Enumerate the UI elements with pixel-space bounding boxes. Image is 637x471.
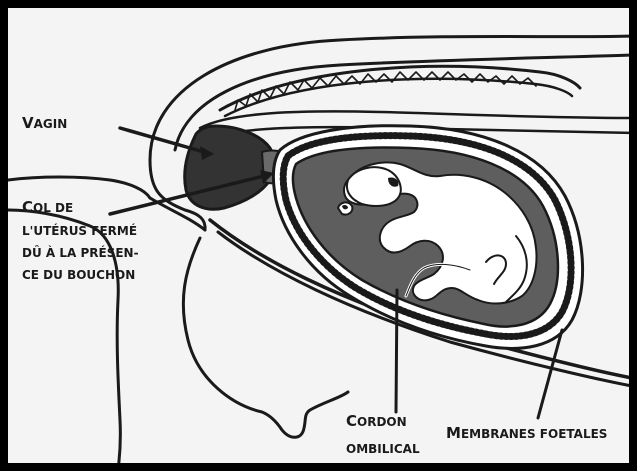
label-membranes: Membranes foetales: [446, 426, 607, 441]
label-membranes-initial: M: [446, 424, 461, 442]
label-col-line4-text: ce du bouchon: [22, 268, 135, 282]
cordon-arrow: [396, 290, 397, 412]
label-vagin-initial: V: [22, 114, 34, 132]
label-col-line3-text: dû à la présen-: [22, 246, 139, 260]
label-col-line2: l'utérus fermé: [22, 224, 137, 238]
label-col-line3: dû à la présen-: [22, 246, 139, 260]
label-col: Col de: [22, 200, 73, 215]
label-cordon-line1: ordon: [357, 415, 407, 429]
label-cordon-line2: ombilical: [346, 442, 420, 456]
foetus-head: [347, 167, 401, 206]
label-cordon-line2-text: ombilical: [346, 442, 420, 456]
label-vagin: Vagin: [22, 116, 67, 131]
label-col-line1: ol de: [33, 201, 73, 215]
label-cordon: Cordon: [346, 414, 407, 429]
label-cordon-initial: C: [346, 412, 357, 430]
label-col-line4: ce du bouchon: [22, 268, 135, 282]
label-vagin-rest: agin: [34, 117, 68, 131]
label-col-line2-text: l'utérus fermé: [22, 224, 137, 238]
label-membranes-rest: embranes foetales: [461, 427, 608, 441]
label-col-initial: C: [22, 198, 33, 216]
